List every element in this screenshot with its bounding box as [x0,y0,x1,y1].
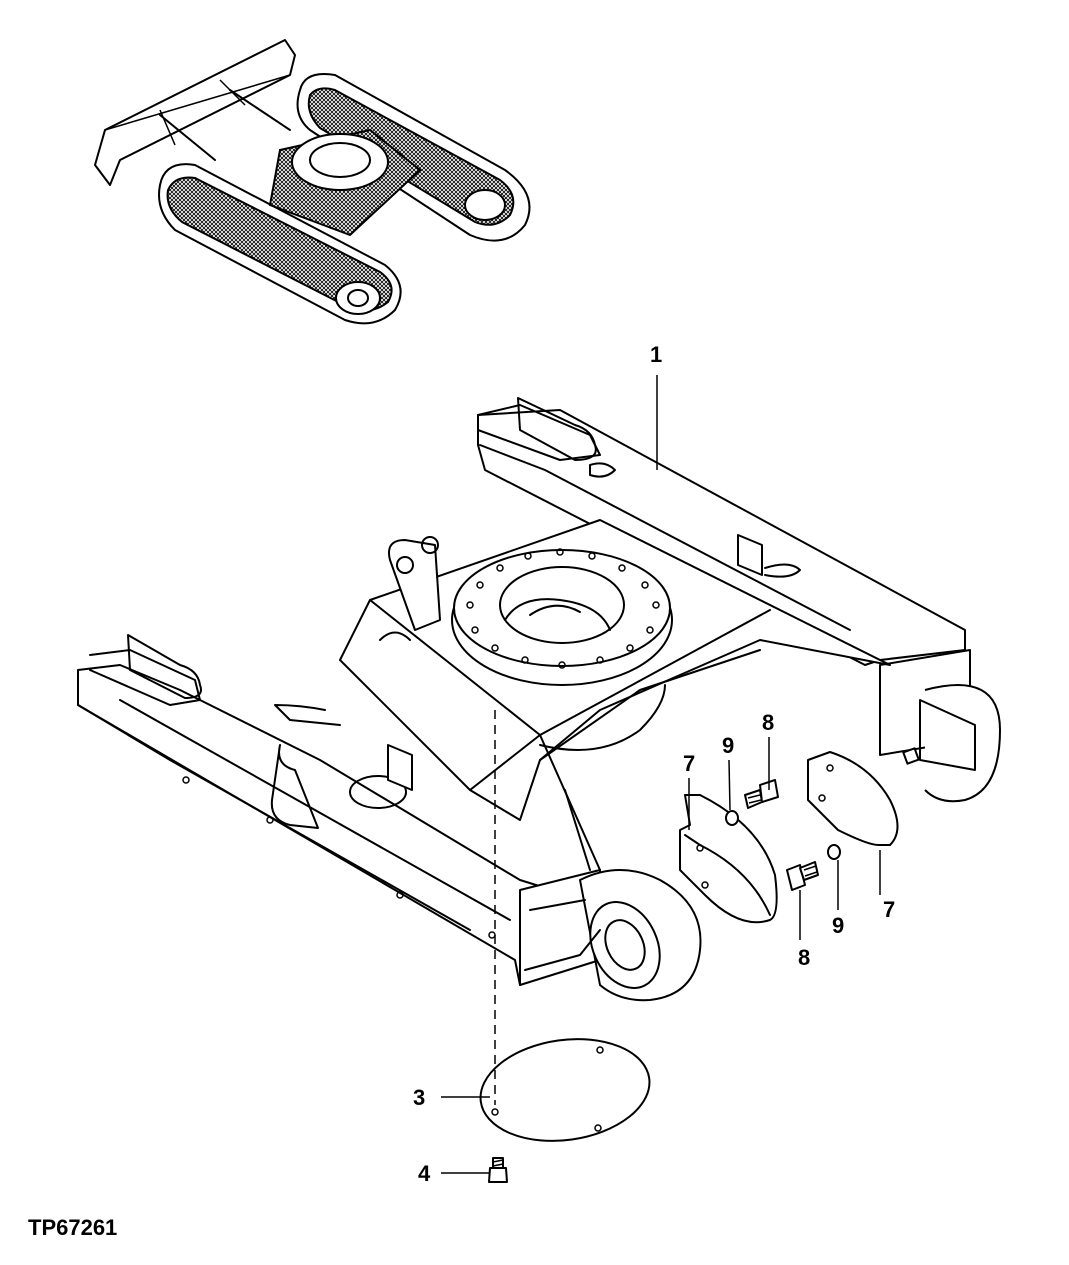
washer-9-lower-icon [827,844,841,860]
callout-label-7-rear: 7 [883,897,896,922]
bolt-8-lower-icon [786,861,819,891]
swing-bearing-bolt-holes [466,548,660,669]
callout-label-8-lower: 8 [798,945,811,970]
figure-id: TP67261 [28,1215,118,1240]
callout-label-3: 3 [413,1085,426,1110]
bolt-4-icon [488,1157,508,1183]
cover-plates [479,710,899,1142]
callout-label-7-front: 7 [683,751,696,776]
callout-label-1: 1 [650,342,663,367]
washer-9-upper-icon [725,810,739,826]
fasteners [488,779,841,1183]
leader-lines [441,375,881,1174]
overview-undercarriage-inset [94,39,531,325]
track-frame-main [77,397,1001,1002]
bolt-8-upper-icon [744,779,779,809]
callout-label-9-upper: 9 [722,733,735,758]
callout-label-4: 4 [418,1161,431,1186]
callout-label-8-upper: 8 [762,710,775,735]
callout-label-9-lower: 9 [832,913,845,938]
